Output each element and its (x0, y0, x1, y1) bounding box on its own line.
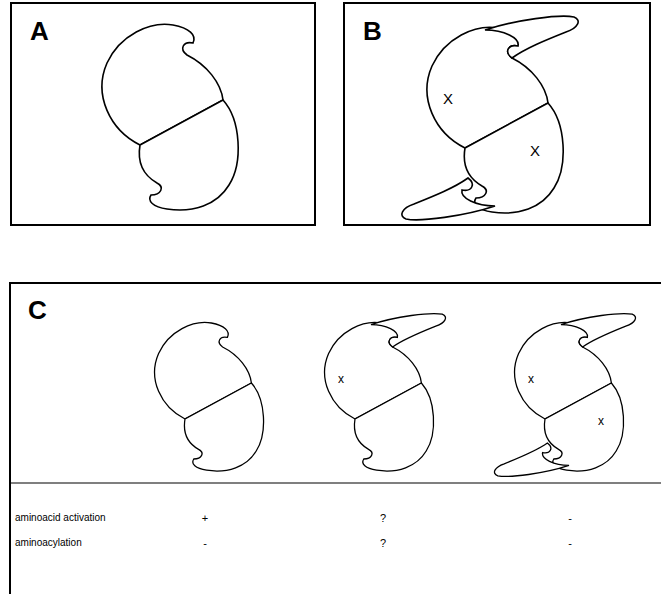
figure-panel: B (343, 2, 651, 226)
table-cell: - (568, 513, 572, 524)
table-row-header: aminoacylation (15, 538, 82, 548)
table-cell: - (203, 538, 207, 549)
domain-mark: X (530, 143, 540, 158)
table-cell: ? (380, 538, 386, 549)
figure-panel: A (10, 2, 316, 226)
panel-letter: A (30, 18, 49, 44)
domain-mark: x (528, 373, 534, 385)
domain-mark: x (598, 415, 604, 427)
domain-mark: x (338, 373, 344, 385)
table-cell: + (202, 513, 208, 524)
figure-panel: C (10, 283, 661, 594)
table-cell: ? (380, 513, 386, 524)
table-row-header: aminoacid activation (15, 513, 106, 523)
panel-letter: C (28, 297, 47, 323)
table-cell: - (568, 538, 572, 549)
domain-mark: X (443, 91, 453, 106)
panel-letter: B (363, 18, 382, 44)
